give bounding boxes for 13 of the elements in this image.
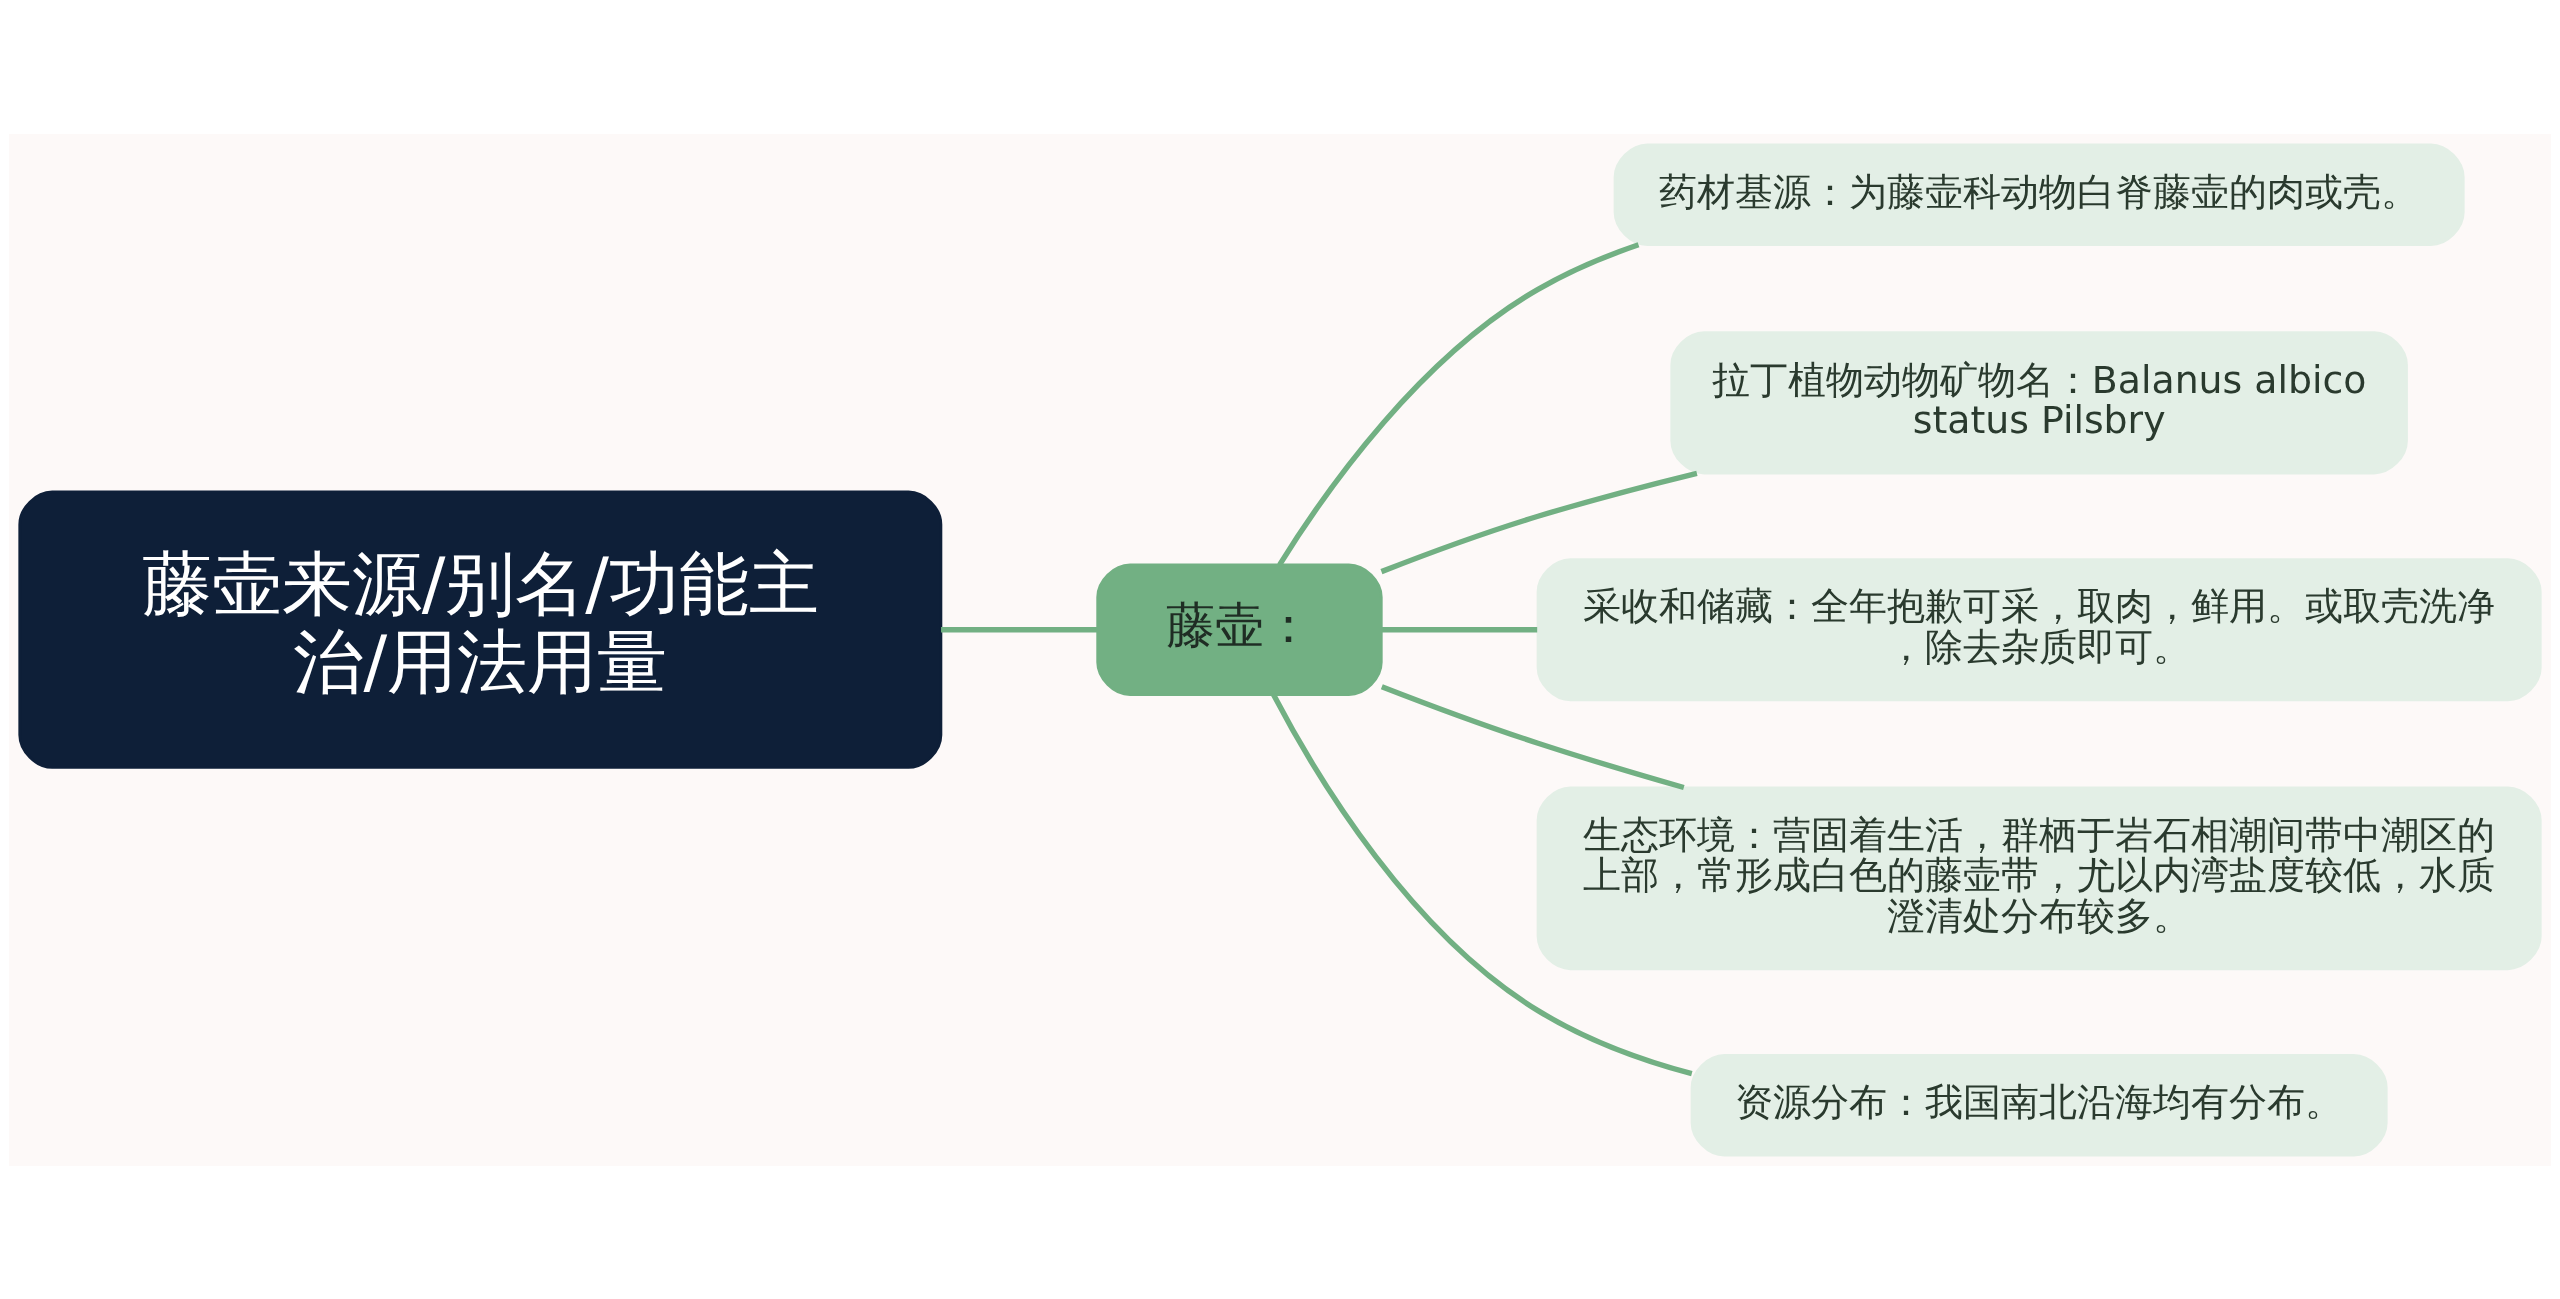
node-box: 藤壶： — [1096, 563, 1383, 696]
node-box: 藤壶来源/别名/功能主治/用法用量 — [18, 490, 943, 769]
connector — [1381, 626, 1538, 632]
connector — [1271, 693, 1693, 1076]
connector — [1380, 470, 1698, 574]
node-box: 生态环境：营固着生活，群栖于岩石相潮间带中潮区的上部，常形成白色的藤壶带，尤以内湾盐度较低，水质澄清处分布较多。 — [1536, 785, 2542, 970]
node-box: 采收和储藏：全年抱歉可采，取肉，鲜用。或取壳洗净，除去杂质即可。 — [1536, 557, 2542, 701]
connector — [1380, 683, 1685, 790]
node-box: 药材基源：为藤壶科动物白脊藤壶的肉或壳。 — [1613, 142, 2465, 246]
connector — [1277, 241, 1640, 566]
node-box: 资源分布：我国南北沿海均有分布。 — [1690, 1053, 2388, 1157]
node-box: 拉丁植物动物矿物名：Balanus albicostatus Pilsbry — [1670, 330, 2408, 474]
connector — [941, 626, 1098, 632]
